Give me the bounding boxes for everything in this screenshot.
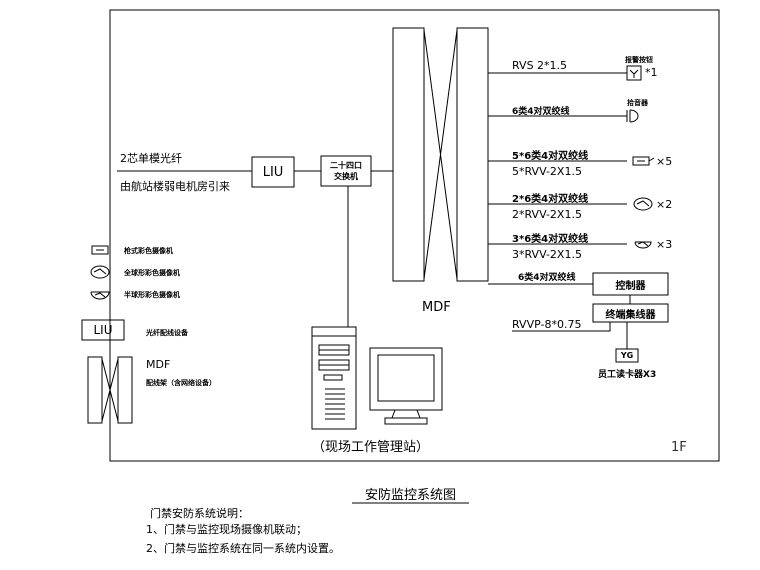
mdf-column-right [456,27,489,282]
mdf-column-left [392,27,425,282]
alarm-cable-label: RVS 2*1.5 [512,59,568,72]
cam2-cable-a: 2*6类4对双绞线 [512,194,589,205]
dome-camera-icon [633,197,653,211]
legend-liu-label: LIU [93,323,113,337]
legend-dome-camera-icon [90,265,110,279]
liu-box [251,156,295,188]
legend-bullet-camera-icon [91,245,109,255]
legend-mdf-title: MDF [146,358,171,371]
floor-label: 1F [671,440,687,455]
cam3-count: ×3 [656,238,673,251]
cam1-cable-b: 5*RVV-2X1.5 [512,165,582,178]
notes-item-2: 2、门禁与监控系统在同一系统内设置。 [146,542,340,555]
liu-label: LIU [262,164,284,180]
cam3-cable-a: 3*6类4对双绞线 [512,234,589,245]
legend-half-dome-label: 半球形彩色摄像机 [124,291,180,299]
notes-item-1: 1、门禁与监控现场摄像机联动； [146,523,307,536]
pickup-icon [626,109,639,123]
legend-bullet-label: 枪式彩色摄像机 [124,247,173,255]
hub-to-reader-line [512,322,611,332]
legend-liu-box [81,319,125,341]
speaker-device-label: 拾音器 [627,99,648,107]
legend-mdf-desc: 配线架（含网络设备） [146,379,216,387]
card-reader-label: YG [620,351,634,360]
terminal-hub-box [592,303,669,323]
speaker-cable-label: 6类4对双绞线 [512,107,570,117]
bullet-camera-icon [632,156,655,166]
fiber-line1: 2芯单模光纤 [120,152,182,165]
alarm-button-icon [626,65,642,81]
card-reader-box [615,348,639,363]
cam3-cable-b: 3*RVV-2X1.5 [512,248,582,261]
alarm-count: *1 [645,66,658,79]
controller-label: 控制器 [615,280,646,292]
legend-mdf-icon [87,356,133,424]
reader-cable-label: RVVP-8*0.75 [512,318,582,331]
monitor-icon [369,347,443,425]
notes-heading: 门禁安防系统说明： [150,507,249,520]
alarm-device-label: 报警按钮 [625,56,653,64]
fiber-line2: 由航站楼弱电机房引来 [120,180,230,193]
cam1-cable-a: 5*6类4对双绞线 [512,151,589,162]
cam1-count: ×5 [656,155,673,168]
legend-half-dome-camera-icon [90,291,110,300]
card-reader-desc: 员工读卡器X3 [598,370,657,380]
drawing-frame [109,9,720,462]
switch-label: 二十四口 交换机 [330,161,362,181]
mdf-label: MDF [422,300,451,315]
legend-liu-desc: 光纤配线设备 [146,329,188,337]
workstation-label: （现场工作管理站） [312,440,430,455]
computer-tower-icon [311,326,357,430]
legend-dome-label: 全球形彩色摄像机 [124,269,180,277]
cam2-cable-b: 2*RVV-2X1.5 [512,208,582,221]
controller-cable-label: 6类4对双绞线 [518,273,576,283]
cam2-count: ×2 [656,198,673,211]
half-dome-camera-icon [634,241,652,249]
mdf-cross-line-2 [423,29,458,280]
diagram-title: 安防监控系统图 [364,488,456,503]
terminal-hub-label: 终端集线器 [605,309,656,321]
